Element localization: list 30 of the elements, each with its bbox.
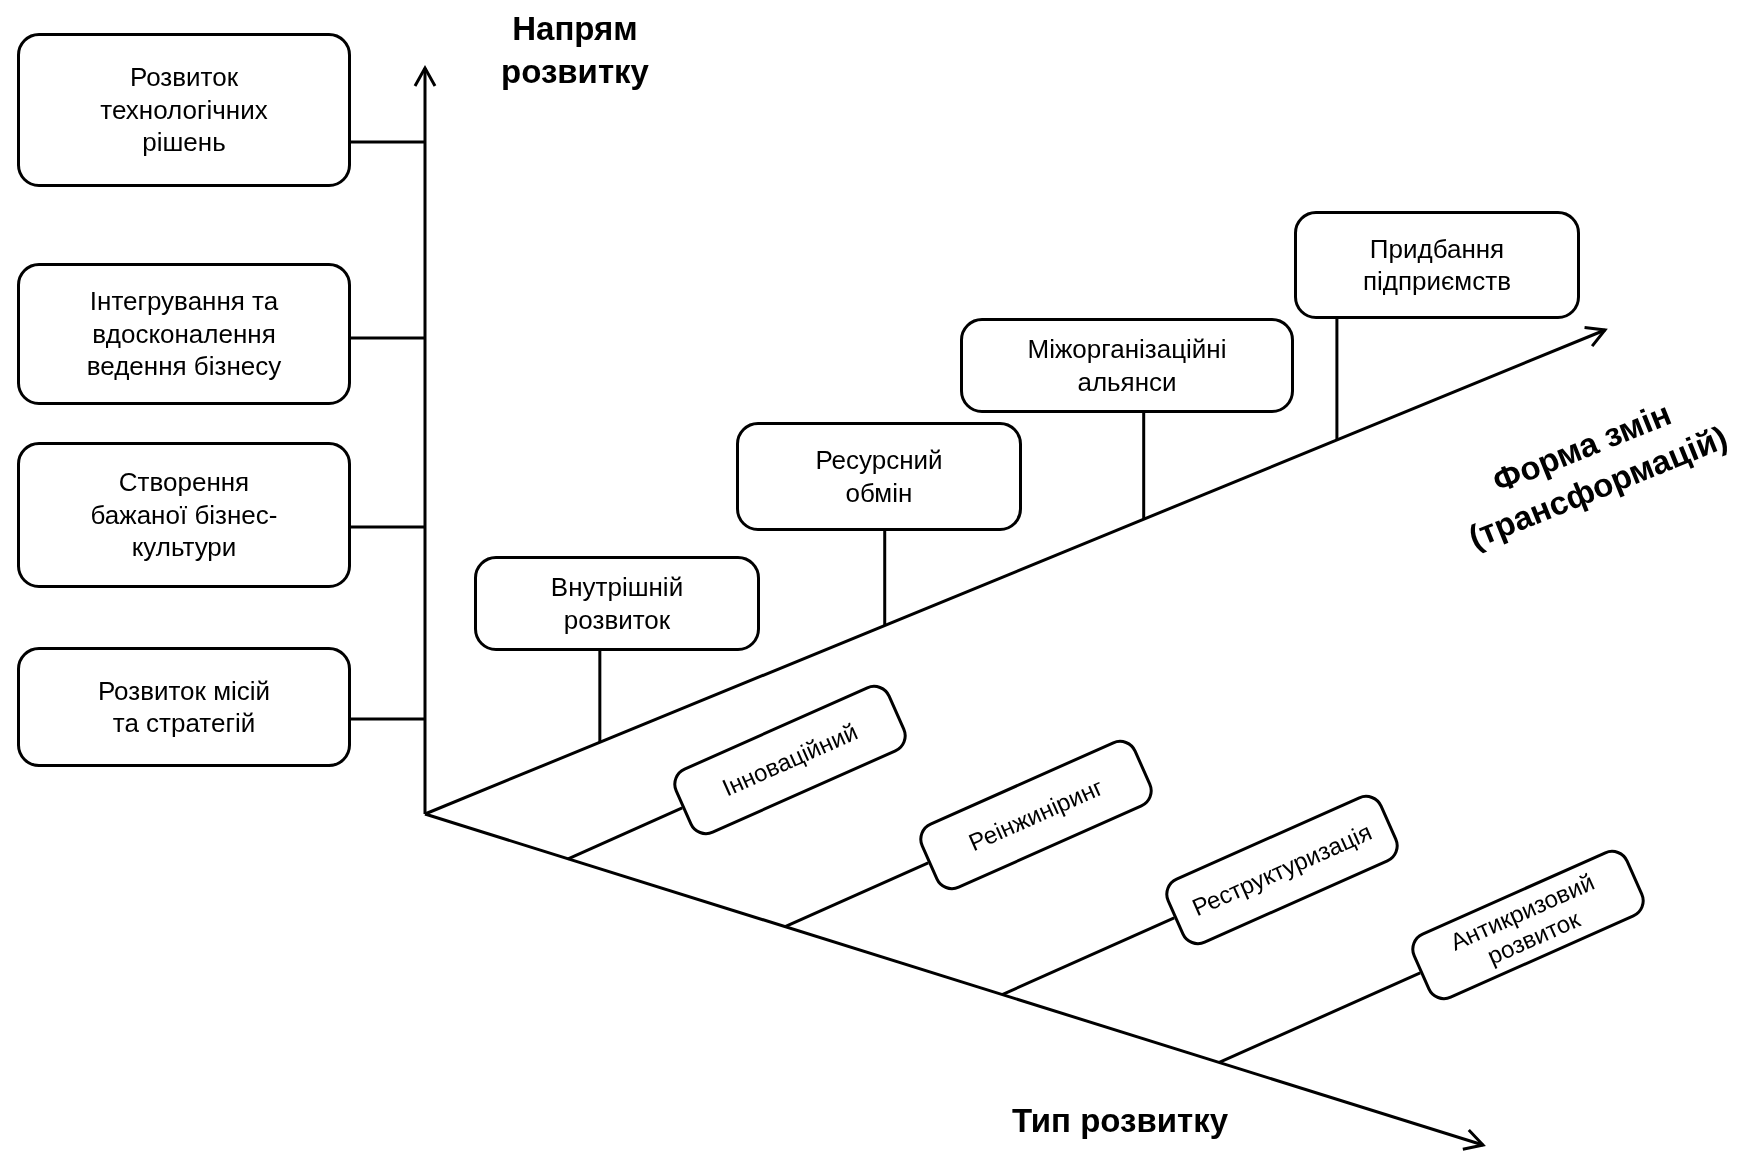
box-text: Розвиток місій та стратегій <box>96 674 272 740</box>
box-text: Придбання підприємств <box>1362 232 1512 298</box>
connector-line <box>784 861 929 929</box>
connector-line <box>1001 916 1175 996</box>
axis-title: Напрям розвитку <box>500 9 650 92</box>
rounded-box <box>736 422 1022 531</box>
rounded-box <box>17 442 351 588</box>
box-text: Ресурсний обмін <box>814 444 944 509</box>
rounded-box <box>960 318 1294 413</box>
connector-line <box>883 531 887 626</box>
connector-line <box>351 336 425 340</box>
rounded-box <box>17 263 351 405</box>
box-text: Міжорганізаційні альянси <box>1026 333 1228 398</box>
box-text: Створення бажаної бізнес-культури <box>89 466 279 564</box>
connector-line <box>567 806 683 861</box>
box-text: Внутрішній розвиток <box>549 571 685 636</box>
box-text: Розвиток технологічних рішень <box>99 61 269 159</box>
axis-title: Тип розвитку <box>1010 1101 1230 1141</box>
connector-line <box>351 717 425 721</box>
connector-line <box>1142 413 1146 520</box>
rounded-box <box>1294 211 1580 319</box>
connector-line <box>598 651 602 743</box>
connector-line <box>351 140 425 144</box>
connector-line <box>1335 319 1339 440</box>
rounded-box <box>474 556 760 651</box>
rounded-box <box>17 33 351 187</box>
connector-line <box>351 525 425 529</box>
box-text: Інтегрування та вдосконалення ведення бізнесу <box>85 285 283 383</box>
connector-line <box>1218 971 1421 1064</box>
rounded-box <box>17 647 351 767</box>
